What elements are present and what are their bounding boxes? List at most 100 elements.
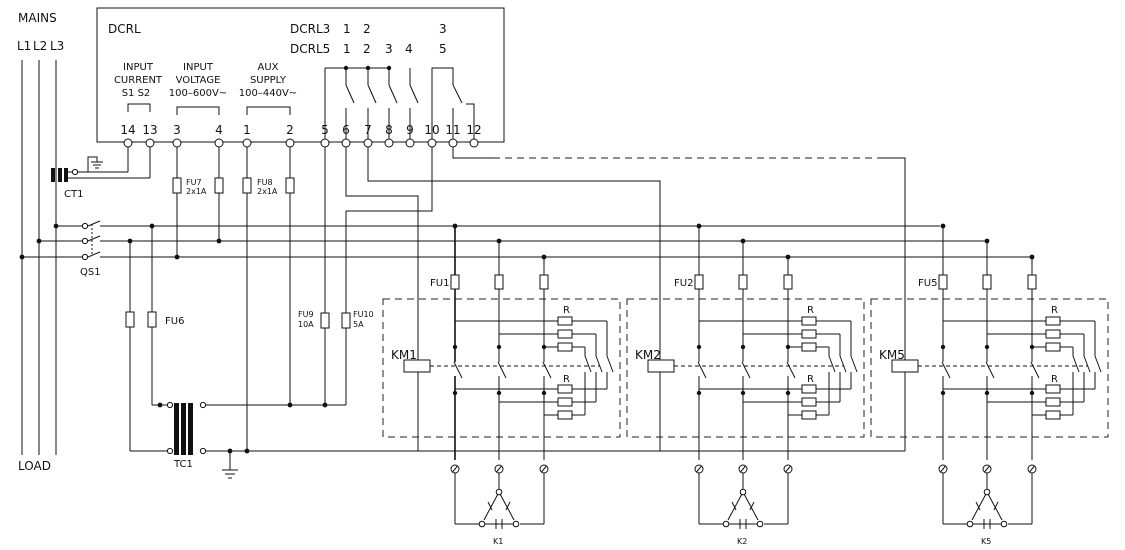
terminal-num-14: 14 [120,123,135,137]
fuse-fu7 [172,177,224,194]
fuse-label: FU2 [674,278,693,289]
resistor [1045,397,1061,407]
qs1-label: QS1 [80,267,101,278]
junction-dots-mains [19,223,59,260]
fuse-label: FU1 [430,278,449,289]
dcrl3-num-1: 1 [343,22,351,36]
resistor [557,397,573,407]
module-enclosure [382,298,621,438]
fu9-rating: 10A [298,320,314,329]
dcrl3-num-2: 2 [363,22,371,36]
resistor-label-upper: R [807,305,814,316]
resistor [557,316,573,326]
dcrl5-num-5: 5 [439,42,447,56]
resistor [1045,316,1061,326]
phase-fuse [738,274,748,290]
contactor-label: KM5 [879,348,905,362]
resistor-label-lower: R [1051,374,1058,385]
fu7-rating: 2x1A [186,187,207,196]
terminal-num-4: 4 [215,123,223,137]
group-input-current-line1: INPUT [123,62,154,73]
control-wiring [129,147,906,479]
resistor [801,397,817,407]
phase-fuse [694,274,704,290]
resistor-label-upper: R [1051,305,1058,316]
phase-fuse [783,274,793,290]
dcrl5-num-2: 2 [363,42,371,56]
current-transformer-ct1 [51,147,151,182]
resistor-label-upper: R [563,305,570,316]
resistor [1045,342,1061,352]
dcrl5-label: DCRL5 [290,42,330,56]
transformer-tc1 [166,401,207,455]
phase-label-l1: L1 [17,39,31,53]
relay-common-dots [343,65,392,71]
group-aux-supply-line1: AUX [257,62,278,73]
capacitor-bank-label: K2 [737,537,747,546]
terminal-num-1: 1 [243,123,251,137]
fu6-label: FU6 [165,316,184,327]
group-input-voltage-line3: 100–600V~ [169,88,227,99]
group-input-current-line3: S1 S2 [122,88,151,99]
dcrl3-num-3: 3 [439,22,447,36]
fu10-label: FU10 [353,310,374,319]
resistor-label-lower: R [563,374,570,385]
module-enclosure [626,298,865,438]
mains-label: MAINS [18,11,57,25]
contactor-label: KM2 [635,348,661,362]
resistor [557,410,573,420]
resistor [801,316,817,326]
capacitor-bank-label: K5 [981,537,991,546]
module-enclosure [870,298,1109,438]
phase-label-l3: L3 [50,39,64,53]
fu10-rating: 5A [353,320,364,329]
resistor [801,384,817,394]
terminal-num-3: 3 [173,123,181,137]
terminal-num-2: 2 [286,123,294,137]
dcrl5-num-1: 1 [343,42,351,56]
tc1-label: TC1 [173,459,193,470]
phase-fuse [450,274,460,290]
phase-fuse [1027,274,1037,290]
resistor [1045,329,1061,339]
dcrl5-num-3: 3 [385,42,393,56]
dcrl3-label: DCRL3 [290,22,330,36]
fu7-label: FU7 [186,178,202,187]
resistor [557,384,573,394]
resistor-label-lower: R [807,374,814,385]
fuse-fu10 [341,312,351,329]
capacitor-bank-label: K1 [493,537,503,546]
phase-fuse [494,274,504,290]
fuse-fu8 [242,177,295,194]
group-aux-supply-line3: 100–440V~ [239,88,297,99]
resistor [557,342,573,352]
controller-title: DCRL [108,22,141,36]
fuse-fu6 [125,311,157,328]
phase-fuse [539,274,549,290]
resistor [801,329,817,339]
resistor [557,329,573,339]
qs1-switch [22,220,101,261]
resistor [1045,410,1061,420]
group-input-voltage-line1: INPUT [183,62,214,73]
ct1-label: CT1 [64,189,83,200]
junction-dots-control [127,223,328,454]
fu9-label: FU9 [298,310,314,319]
phase-fuse [982,274,992,290]
resistor [801,342,817,352]
bus-bars [100,225,1030,258]
fu8-label: FU8 [257,178,273,187]
fu8-rating: 2x1A [257,187,278,196]
contactor-label: KM1 [391,348,417,362]
phase-label-l2: L2 [33,39,47,53]
resistor [801,410,817,420]
dcrl5-num-4: 4 [405,42,413,56]
group-input-voltage-line2: VOLTAGE [176,75,221,86]
fuse-label: FU5 [918,278,937,289]
terminal-num-13: 13 [142,123,157,137]
fuse-fu9 [320,312,330,329]
